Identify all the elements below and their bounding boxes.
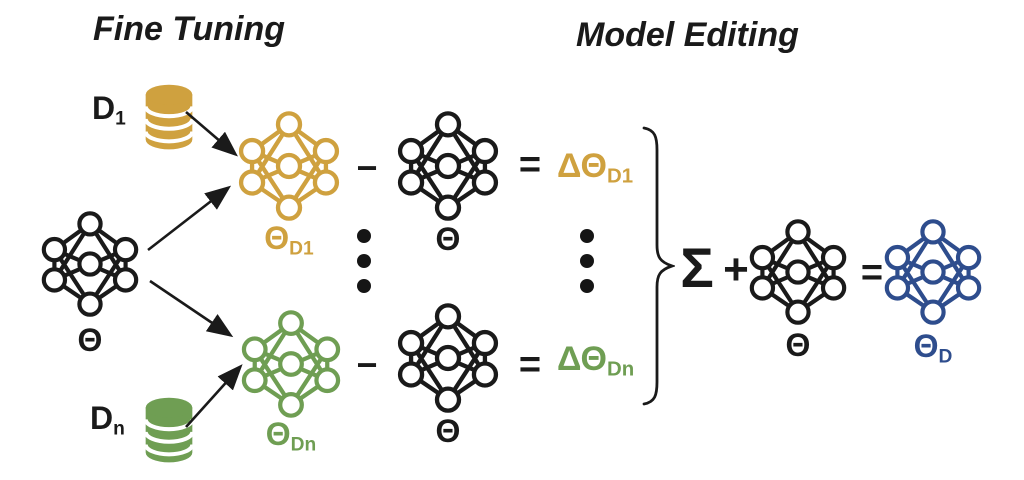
finetuned-network-d1-icon	[237, 111, 341, 221]
finetuned-network-dn-icon	[240, 310, 342, 418]
dataset-dn-sub: n	[113, 418, 125, 440]
equals-operator-3: =	[860, 252, 884, 294]
database-icon-d1	[142, 83, 196, 153]
dataset-dn-label: Dn	[90, 400, 125, 440]
dataset-d1-base: D	[92, 90, 116, 126]
minus-operator-2: −	[356, 344, 378, 385]
base-network-icon	[40, 211, 140, 317]
fine-tuning-title: Fine Tuning	[93, 10, 286, 48]
database-icon-dn	[142, 396, 196, 466]
delta-theta-d1-label: ΔΘD1	[557, 147, 633, 189]
plus-operator: +	[723, 245, 749, 294]
theta-dn-sub: Dn	[290, 434, 317, 456]
dot	[580, 229, 594, 243]
curly-brace	[642, 126, 675, 406]
dot	[357, 229, 371, 243]
dataset-d1-label: D1	[92, 90, 126, 130]
theta-d1-label: ΘD1	[237, 220, 341, 260]
dataset-dn-base: D	[90, 400, 114, 436]
theta-d-sub: D	[938, 346, 953, 368]
dot	[580, 279, 594, 293]
dot	[580, 254, 594, 268]
model-editing-title: Model Editing	[576, 16, 799, 54]
ellipsis-dots-left	[357, 229, 371, 293]
theta-d-label: ΘD	[883, 328, 983, 368]
delta-theta-d1-base: ΔΘ	[557, 147, 607, 185]
base-network-icon-top	[396, 111, 500, 221]
theta-dn-label: ΘDn	[240, 416, 342, 456]
edited-network-icon	[883, 219, 983, 325]
arrow-base-to-finetuned-dn	[149, 279, 234, 338]
dot	[357, 279, 371, 293]
theta-d-base: Θ	[913, 328, 939, 364]
dot	[357, 254, 371, 268]
delta-theta-d1-sub: D1	[606, 165, 634, 188]
delta-theta-dn-label: ΔΘDn	[557, 340, 634, 382]
minus-operator-1: −	[356, 147, 378, 188]
sum-operator: Σ	[680, 236, 714, 299]
arrow-base-to-finetuned-d1	[147, 185, 232, 252]
theta-d1-base: Θ	[264, 220, 290, 256]
base-network-icon-bottom	[396, 303, 500, 413]
base-network-theta-label-right: Θ	[785, 327, 811, 363]
delta-theta-dn-sub: Dn	[606, 358, 635, 381]
equals-operator-1: =	[518, 144, 542, 186]
base-network-theta-label-bottom: Θ	[435, 413, 461, 449]
dataset-d1-sub: 1	[115, 108, 126, 130]
equals-operator-2: =	[518, 344, 542, 386]
theta-d1-sub: D1	[289, 238, 314, 260]
base-network-theta-label: Θ	[77, 322, 103, 358]
delta-theta-dn-base: ΔΘ	[557, 340, 607, 378]
ellipsis-dots-right	[580, 229, 594, 293]
theta-dn-base: Θ	[265, 416, 291, 452]
base-network-theta-label-top: Θ	[435, 221, 461, 257]
base-network-icon-right	[748, 219, 848, 325]
